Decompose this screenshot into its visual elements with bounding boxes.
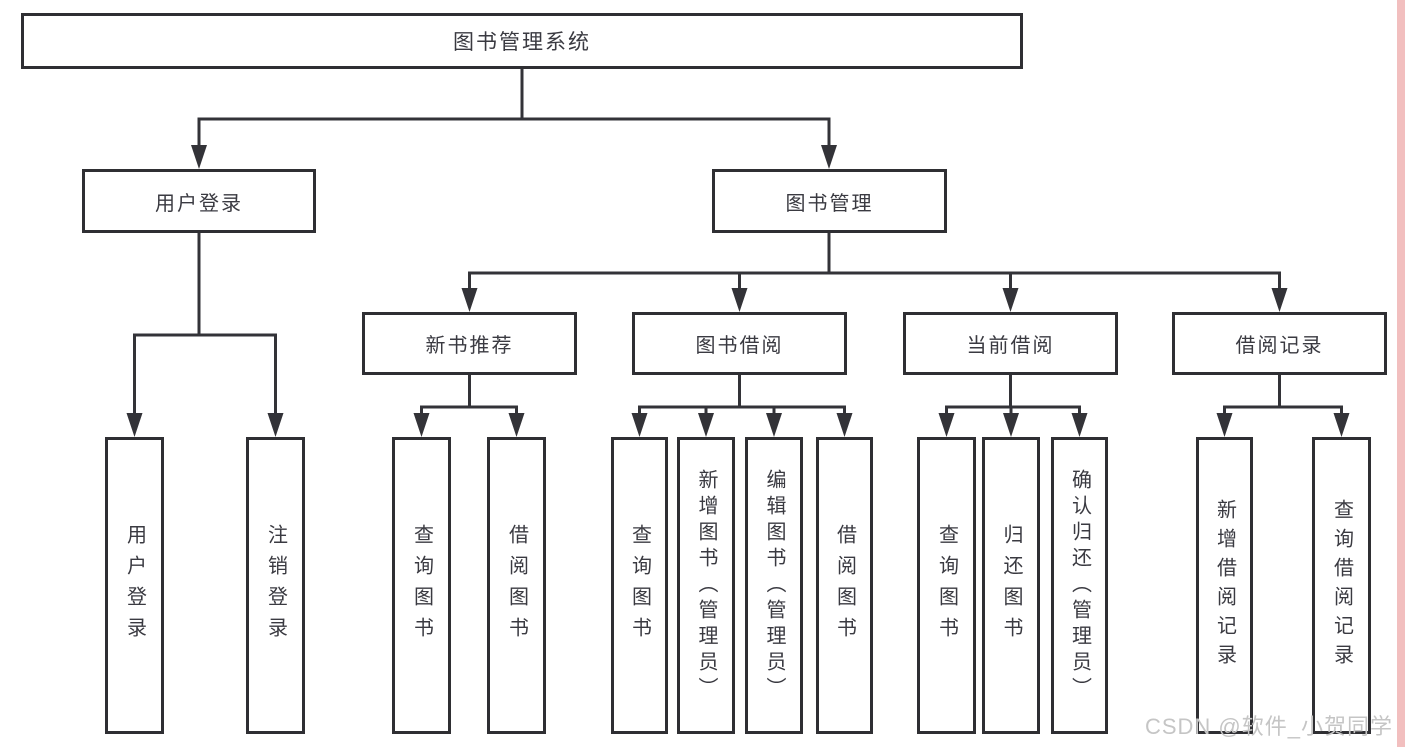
leaf-user-login: 用户登录	[105, 437, 164, 734]
leaf-add-borrow-record: 新增借阅记录	[1196, 437, 1253, 734]
node-label: 确认归还（管理员）	[1068, 468, 1091, 703]
leaf-logout-login: 注销登录	[246, 437, 305, 734]
node-label: 图书管理	[785, 192, 874, 215]
node-user-login: 用户登录	[82, 169, 316, 233]
node-label: 查询图书	[628, 523, 651, 648]
node-book-borrowing: 图书借阅	[632, 312, 847, 375]
leaf-borrow-books: 借阅图书	[816, 437, 873, 734]
node-label: 新书推荐	[425, 335, 514, 357]
node-label: 新增借阅记录	[1213, 498, 1236, 673]
node-current-borrowing: 当前借阅	[903, 312, 1118, 375]
node-label: 注销登录	[264, 523, 287, 648]
node-label: 用户登录	[123, 523, 146, 648]
node-label: 用户登录	[155, 192, 243, 215]
node-label: 图书管理系统	[453, 31, 591, 54]
leaf-query-borrow-record: 查询借阅记录	[1312, 437, 1371, 734]
leaf-borrow-books-recommend: 借阅图书	[487, 437, 546, 734]
node-book-management: 图书管理	[712, 169, 947, 233]
node-new-book-recommendation: 新书推荐	[362, 312, 577, 375]
node-label: 借阅图书	[833, 523, 856, 648]
leaf-confirm-return-admin: 确认归还（管理员）	[1051, 437, 1108, 734]
node-label: 归还图书	[1000, 523, 1022, 648]
node-label: 查询图书	[410, 523, 433, 648]
leaf-return-books: 归还图书	[982, 437, 1040, 734]
node-label: 编辑图书（管理员）	[763, 468, 785, 703]
leaf-query-books-borrow: 查询图书	[611, 437, 668, 734]
leaf-query-books-current: 查询图书	[917, 437, 976, 734]
node-label: 查询借阅记录	[1330, 498, 1353, 673]
node-library-management-system: 图书管理系统	[21, 13, 1023, 69]
node-label: 新增图书（管理员）	[695, 468, 717, 703]
node-label: 借阅记录	[1235, 335, 1324, 357]
leaf-query-books-recommend: 查询图书	[392, 437, 451, 734]
node-label: 当前借阅	[966, 335, 1055, 357]
node-borrowing-records: 借阅记录	[1172, 312, 1387, 375]
csdn-watermark: CSDN @软件_小贺同学	[1144, 714, 1393, 739]
right-edge-strip	[1397, 0, 1405, 747]
leaf-edit-books-admin: 编辑图书（管理员）	[745, 437, 803, 734]
node-label: 查询图书	[935, 523, 958, 648]
leaf-add-books-admin: 新增图书（管理员）	[677, 437, 735, 734]
node-label: 图书借阅	[695, 335, 784, 357]
node-label: 借阅图书	[505, 523, 528, 648]
